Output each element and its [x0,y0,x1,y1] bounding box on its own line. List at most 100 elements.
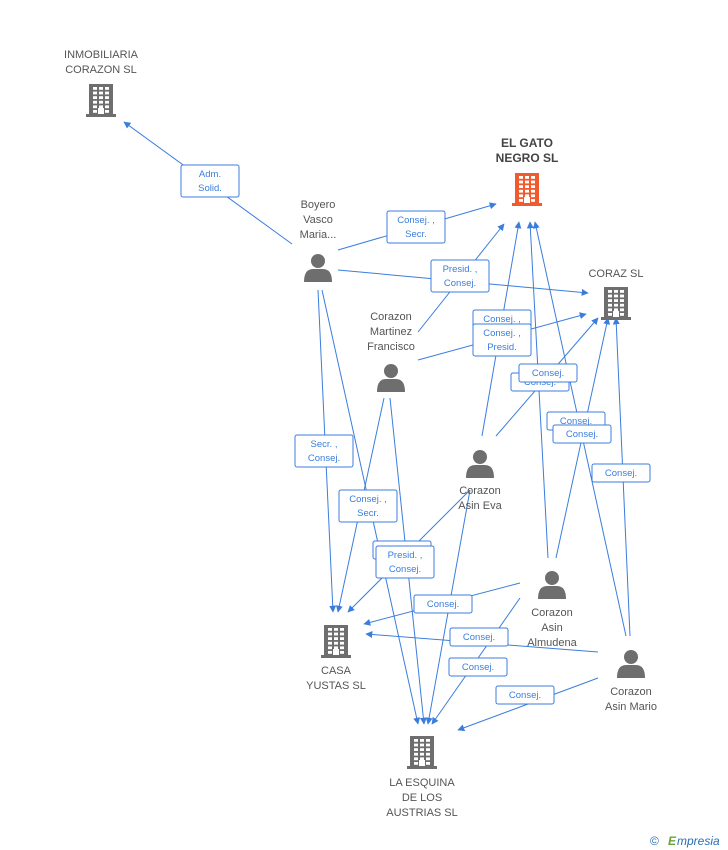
edge-label-text: Secr. [357,508,379,519]
edge-label-text: Secr. , [311,439,338,450]
node-label-mario: Asin Mario [605,701,657,713]
edge-label-text: Consej. [560,416,592,427]
edge-label-box [180,164,240,198]
edge-label-box [386,210,446,244]
edge-label-martinez-to-coraz[interactable]: Consej. , Presid. [472,323,532,357]
edge-label-box [375,545,435,579]
person-icon [617,650,645,678]
node-label-martinez: Martinez [370,326,412,338]
node-label-casayustas: CASA [321,665,352,677]
person-icon [538,571,566,599]
edge-label-text: Consej. [509,690,541,701]
edge-label-mario-to-elgato[interactable]: Consej. [552,424,612,444]
edge-label-text: Consej. , [483,314,521,325]
node-label-eva: Corazon [459,485,501,497]
node-label-laesquina: AUSTRIAS SL [386,807,458,819]
edge-label-text: Consej. [605,468,637,479]
edge-label-text: Consej. [444,278,476,289]
building-icon [321,625,351,658]
node-label-boyero: Maria... [300,229,337,241]
edge-label-almudena-to-casayustas[interactable]: Consej. [413,594,473,614]
edge-label-mario-to-laesquina[interactable]: Consej. [495,685,555,705]
edge-label-box [338,489,398,523]
empresia-watermark: © E mpresia [650,834,720,848]
node-laesquina[interactable]: LA ESQUINA DE LOS AUSTRIAS SL [386,736,458,819]
edge-label-box [552,424,612,444]
brand-name: mpresia [677,834,720,848]
edge-label-box [430,259,490,293]
edge-labels-layer: Adm. Solid. Consej. , Secr. Presid. , Consej.… [180,164,651,705]
person-icon [304,254,332,282]
brand-initial: E [668,834,677,848]
edge-label-box [518,363,578,383]
edge-label-text: Consej. [427,599,459,610]
edge-label-boyero-to-coraz[interactable]: Presid. , Consej. [430,259,490,293]
node-label-almudena: Corazon [531,607,573,619]
node-label-casayustas: YUSTAS SL [306,680,366,692]
edge-label-text: Consej. [566,429,598,440]
edge-label-text: Consej. [389,564,421,575]
node-label-eva: Asin Eva [458,500,502,512]
edge-label-text: Solid. [198,183,222,194]
edge-label-box [495,685,555,705]
edge-label-boyero-to-elgato[interactable]: Consej. , Secr. [386,210,446,244]
edge-label-mario-to-coraz[interactable]: Consej. [591,463,651,483]
copyright-symbol: © [650,834,659,848]
node-label-laesquina: LA ESQUINA [389,777,455,789]
building-icon [407,736,437,769]
edge-label-box [449,627,509,647]
building-icon [512,173,542,206]
node-label-martinez: Corazon [370,311,412,323]
edge-label-text: Consej. , [397,215,435,226]
node-coraz[interactable]: CORAZ SL [588,268,644,320]
edge-label-text: Presid. [487,342,517,353]
node-label-inmobiliaria: INMOBILIARIA [64,49,139,61]
node-label-mario: Corazon [610,686,652,698]
edge-label-text: Consej. , [483,328,521,339]
edge-label-box [413,594,473,614]
node-inmobiliaria[interactable]: INMOBILIARIA CORAZON SL [64,49,139,117]
edge-label-almudena-to-elgato[interactable]: Consej. [518,363,578,383]
node-label-almudena: Almudena [527,637,577,649]
person-icon [377,364,405,392]
edge-label-text: Consej. , [349,494,387,505]
edge-label-box [472,323,532,357]
node-label-inmobiliaria: CORAZON SL [65,64,137,76]
node-label-elgato: EL GATO [501,136,553,150]
node-boyero[interactable]: BoyeroVascoMaria... [300,199,337,282]
edge-label-text: Consej. [462,662,494,673]
edge-label-text: Secr. [405,229,427,240]
edge-label-text: Presid. , [388,550,423,561]
edge-label-box [448,657,508,677]
edge-label-martinez-to-laesquina[interactable]: Presid. , Consej. [375,545,435,579]
node-label-coraz: CORAZ SL [588,268,643,280]
node-label-boyero: Vasco [303,214,333,226]
node-label-martinez: Francisco [367,341,415,353]
person-icon [466,450,494,478]
edge-label-text: Presid. , [443,264,478,275]
edge-label-almudena-to-laesquina[interactable]: Consej. [448,657,508,677]
node-casayustas[interactable]: CASA YUSTAS SL [306,625,366,692]
building-icon [601,287,631,320]
edge-label-text: Consej. [308,453,340,464]
node-label-elgato: NEGRO SL [496,151,559,165]
node-label-almudena: Asin [541,622,562,634]
edge-label-text: Adm. [199,169,221,180]
edge-label-mario-to-casayustas[interactable]: Consej. [449,627,509,647]
edge-label-boyero-to-inmobiliaria[interactable]: Adm. Solid. [180,164,240,198]
edge-label-box [294,434,354,468]
edge-label-box [591,463,651,483]
node-label-boyero: Boyero [301,199,336,211]
edge-label-text: Consej. [463,632,495,643]
edge-label-boyero-to-laesquina[interactable]: Consej. , Secr. [338,489,398,523]
edge-label-boyero-to-casayustas[interactable]: Secr. , Consej. [294,434,354,468]
node-label-laesquina: DE LOS [402,792,442,804]
building-icon [86,84,116,117]
